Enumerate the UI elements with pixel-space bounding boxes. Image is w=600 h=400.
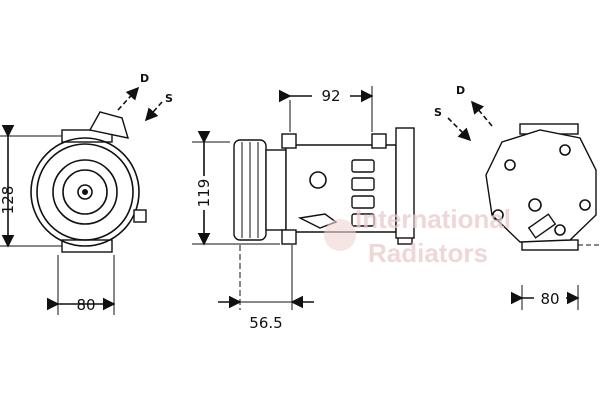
rear-view: 80 D S	[434, 84, 600, 310]
front-height-dimension: 128	[0, 186, 17, 215]
watermark-line1: International	[355, 204, 511, 234]
side-bottom-dimension: 56.5	[249, 314, 282, 332]
side-top-dimension: 92	[321, 87, 340, 105]
side-height-dimension: 119	[195, 179, 213, 208]
watermark-line2: Radiators	[368, 238, 488, 268]
rear-discharge-label: D	[456, 84, 465, 97]
front-view: 128 80 D S	[0, 72, 173, 315]
front-width-dimension: 80	[76, 296, 95, 314]
watermark-logo: International Radiators	[324, 204, 511, 268]
rear-suction-label: S	[434, 106, 442, 119]
front-discharge-label: D	[140, 72, 149, 85]
front-suction-label: S	[165, 92, 173, 105]
side-view: 92 119 56.5	[192, 86, 415, 332]
rear-width-dimension: 80	[540, 290, 559, 308]
